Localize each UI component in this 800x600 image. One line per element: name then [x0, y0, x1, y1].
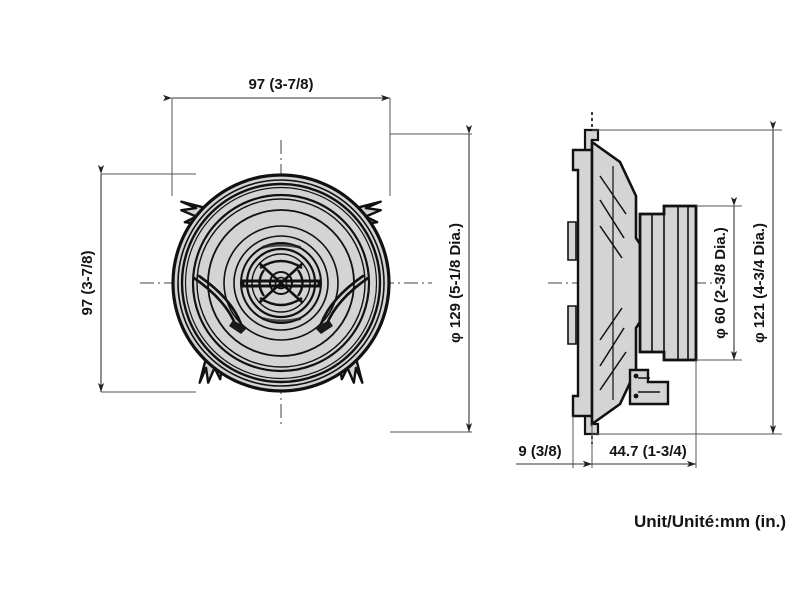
dim-label-front-width: 97 (3-7/8) [248, 76, 313, 93]
side-terminal-pin-upper [633, 373, 639, 379]
side-cone-detail [599, 166, 627, 400]
speaker-rim-ring-3 [184, 186, 378, 380]
tweeter-bar [241, 279, 321, 288]
front-view [140, 140, 432, 428]
speaker-rim-ring-1 [177, 179, 385, 387]
dim-label-flange-depth: 9 (3/8) [518, 443, 561, 460]
speaker-cone-inner-ring [233, 235, 329, 331]
side-terminal-pin-lower [633, 393, 639, 399]
dim-label-side-inner-diameter: φ 60 (2-3/8 Dia.) [712, 227, 729, 339]
speaker-surround-inner [196, 198, 366, 368]
side-terminal-detail [638, 377, 660, 393]
tweeter-ring-outer [245, 247, 317, 319]
side-frame-notch-upper [567, 221, 577, 261]
unit-caption: Unit/Unité:mm (in.) [634, 512, 786, 531]
side-view [548, 112, 720, 444]
front-view-dimensions: 97 (3-7/8) 97 (3-7/8) φ 129 (5-1/8 Dia.) [79, 76, 473, 433]
dim-label-side-outer-diameter: φ 121 (4-3/4 Dia.) [751, 223, 768, 343]
dim-label-front-diameter: φ 129 (5-1/8 Dia.) [447, 223, 464, 343]
side-frame-notch-lower [567, 305, 577, 345]
side-magnet-detail-lines [651, 206, 689, 360]
brand-wordmark [262, 243, 301, 323]
speaker-cone-ring [223, 225, 339, 341]
speaker-rim-ring-2 [180, 182, 382, 384]
tweeter-spokes [258, 259, 304, 307]
speaker-wire-leads [192, 274, 370, 334]
dim-label-front-height: 97 (3-7/8) [79, 250, 96, 315]
tweeter-ring-inner [251, 253, 311, 313]
side-view-dimensions: φ 121 (4-3/4 Dia.) φ 60 (2-3/8 Dia.) 9 (… [516, 121, 782, 468]
dim-label-body-depth: 44.7 (1-3/4) [609, 443, 687, 460]
